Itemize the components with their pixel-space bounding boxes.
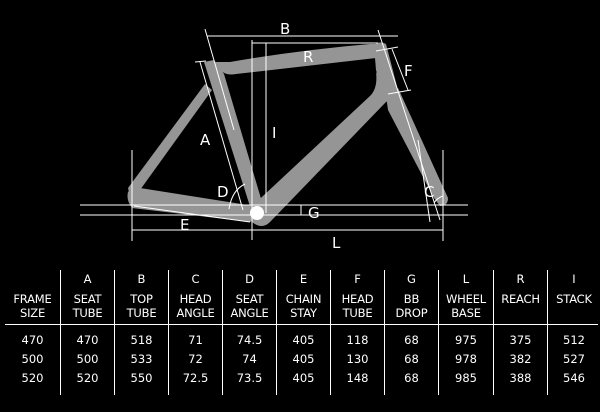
table-cell: 533 — [130, 352, 153, 366]
table-cell: 405 — [292, 333, 315, 347]
col-letter: A — [83, 272, 92, 286]
seat-stay — [128, 84, 212, 196]
table-cell: 73.5 — [236, 371, 263, 385]
table-cell: 72.5 — [182, 371, 209, 385]
label-e: E — [180, 216, 189, 234]
table-cell: 382 — [509, 352, 532, 366]
col-letter: C — [191, 272, 200, 286]
table-cell: 500 — [21, 352, 44, 366]
table-cell: 375 — [509, 333, 532, 347]
table-cell: 470 — [76, 333, 99, 347]
label-f: F — [404, 62, 413, 80]
label-d: D — [217, 183, 229, 201]
col-stack: I STACK 512 527 546 — [547, 270, 600, 395]
top-tube — [212, 44, 384, 75]
col-letter: I — [572, 272, 576, 286]
table-cell: 518 — [130, 333, 153, 347]
table-cell: 68 — [404, 333, 419, 347]
table-cell: 520 — [21, 371, 44, 385]
label-c: C — [424, 183, 434, 201]
head-angle-arc — [433, 195, 444, 204]
table-cell: 148 — [346, 371, 369, 385]
table-cell: 388 — [509, 371, 532, 385]
table-cell: 500 — [76, 352, 99, 366]
table-cell: 74.5 — [236, 333, 263, 347]
label-i: I — [272, 124, 276, 142]
table-cell: 74 — [242, 352, 257, 366]
col-letter: R — [516, 272, 525, 286]
bike-frame — [127, 42, 448, 226]
seat-angle-arc — [228, 183, 246, 210]
table-cell: 546 — [563, 371, 585, 385]
table-cell: 550 — [130, 371, 153, 385]
bottom-bracket-icon — [250, 206, 264, 220]
col-label: STACK — [556, 292, 592, 306]
bike-frame-diagram: B R F A I D C G E L — [80, 20, 468, 252]
label-r: R — [303, 48, 313, 66]
table-cell: 130 — [346, 352, 369, 366]
table-cell: 68 — [404, 352, 419, 366]
table-cell: 68 — [404, 371, 419, 385]
table-cell: 975 — [455, 333, 477, 347]
dimension-lines — [80, 28, 468, 241]
table-cell: 978 — [455, 352, 477, 366]
table-cell: 527 — [563, 352, 585, 366]
fork — [386, 88, 448, 206]
table-cell: 405 — [292, 371, 315, 385]
col-label: REACH — [501, 292, 540, 306]
head-tube — [374, 42, 398, 102]
table-cell: 985 — [455, 371, 477, 385]
table-cell: 118 — [346, 333, 369, 347]
table-cell: 470 — [21, 333, 44, 347]
seat-tube — [204, 60, 265, 222]
col-letter: E — [299, 272, 308, 286]
col-reach: R REACH 375 382 388 — [493, 270, 547, 395]
col-letter: F — [354, 272, 361, 286]
dim-line-e — [133, 205, 251, 223]
table-cell: 512 — [563, 333, 585, 347]
col-letter: G — [407, 272, 416, 286]
col-letter: D — [245, 272, 254, 286]
dim-line-f — [391, 48, 409, 91]
table-cell: 71 — [188, 333, 203, 347]
label-b: B — [280, 20, 290, 38]
table-cell: 405 — [292, 352, 315, 366]
col-letter: B — [137, 272, 146, 286]
col-letter: L — [462, 272, 470, 286]
label-g: G — [308, 204, 320, 222]
label-l: L — [332, 234, 341, 252]
table-cell: 72 — [188, 352, 203, 366]
down-tube — [248, 72, 392, 226]
header-divider — [5, 324, 598, 325]
label-a: A — [200, 131, 211, 149]
table-cell: 520 — [76, 371, 99, 385]
dim-line-a — [199, 61, 244, 211]
